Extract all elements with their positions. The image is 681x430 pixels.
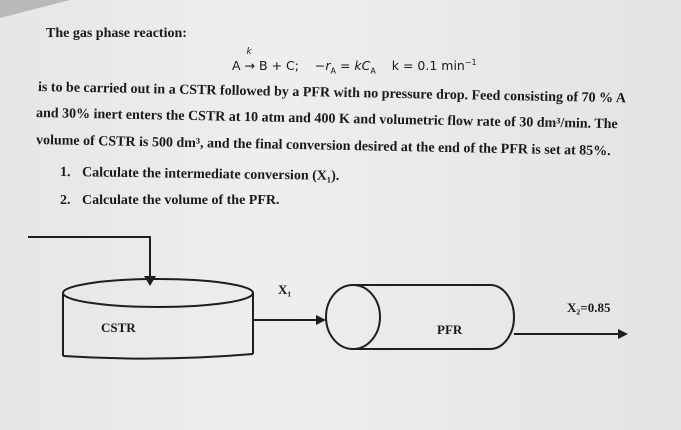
cstr-label: CSTR — [101, 320, 136, 335]
k-value: k = 0.1 min — [391, 58, 465, 74]
k-exponent: −1 — [464, 58, 477, 67]
rate-constant-symbol: k — [246, 47, 252, 58]
reaction-right: B + C; — [259, 58, 299, 74]
reaction-arrow: k→ — [244, 47, 256, 74]
rate-law-lhs: −r — [314, 58, 331, 74]
problem-title: The gas phase reaction: — [46, 26, 187, 41]
rate-law-sub: A — [330, 66, 336, 76]
pfr-inlet-end — [325, 284, 381, 350]
conc-sub: A — [370, 66, 376, 76]
rate-law-rhs: = kC — [335, 58, 371, 74]
pfr-label: PFR — [437, 322, 463, 337]
x2-label: X₂=0.85 — [567, 300, 611, 315]
x1-label: X₁ — [278, 282, 292, 297]
question-2: 2. Calculate the volume of the PFR. — [60, 193, 280, 209]
pfr-outlet-end — [489, 284, 515, 350]
feed-line — [28, 236, 151, 278]
cstr-bottom — [62, 353, 254, 360]
question-number: 2. — [60, 193, 71, 208]
reaction-equation: A k→ B + C; −rA = kCA k = 0.1 min−1 — [232, 47, 477, 76]
outlet-arrowhead — [618, 329, 628, 339]
cstr-top — [62, 278, 254, 308]
question-text: Calculate the volume of the PFR. — [82, 193, 280, 208]
connector-arrowhead — [316, 315, 326, 325]
feed-arrowhead — [144, 276, 156, 286]
reaction-left: A — [232, 58, 241, 74]
